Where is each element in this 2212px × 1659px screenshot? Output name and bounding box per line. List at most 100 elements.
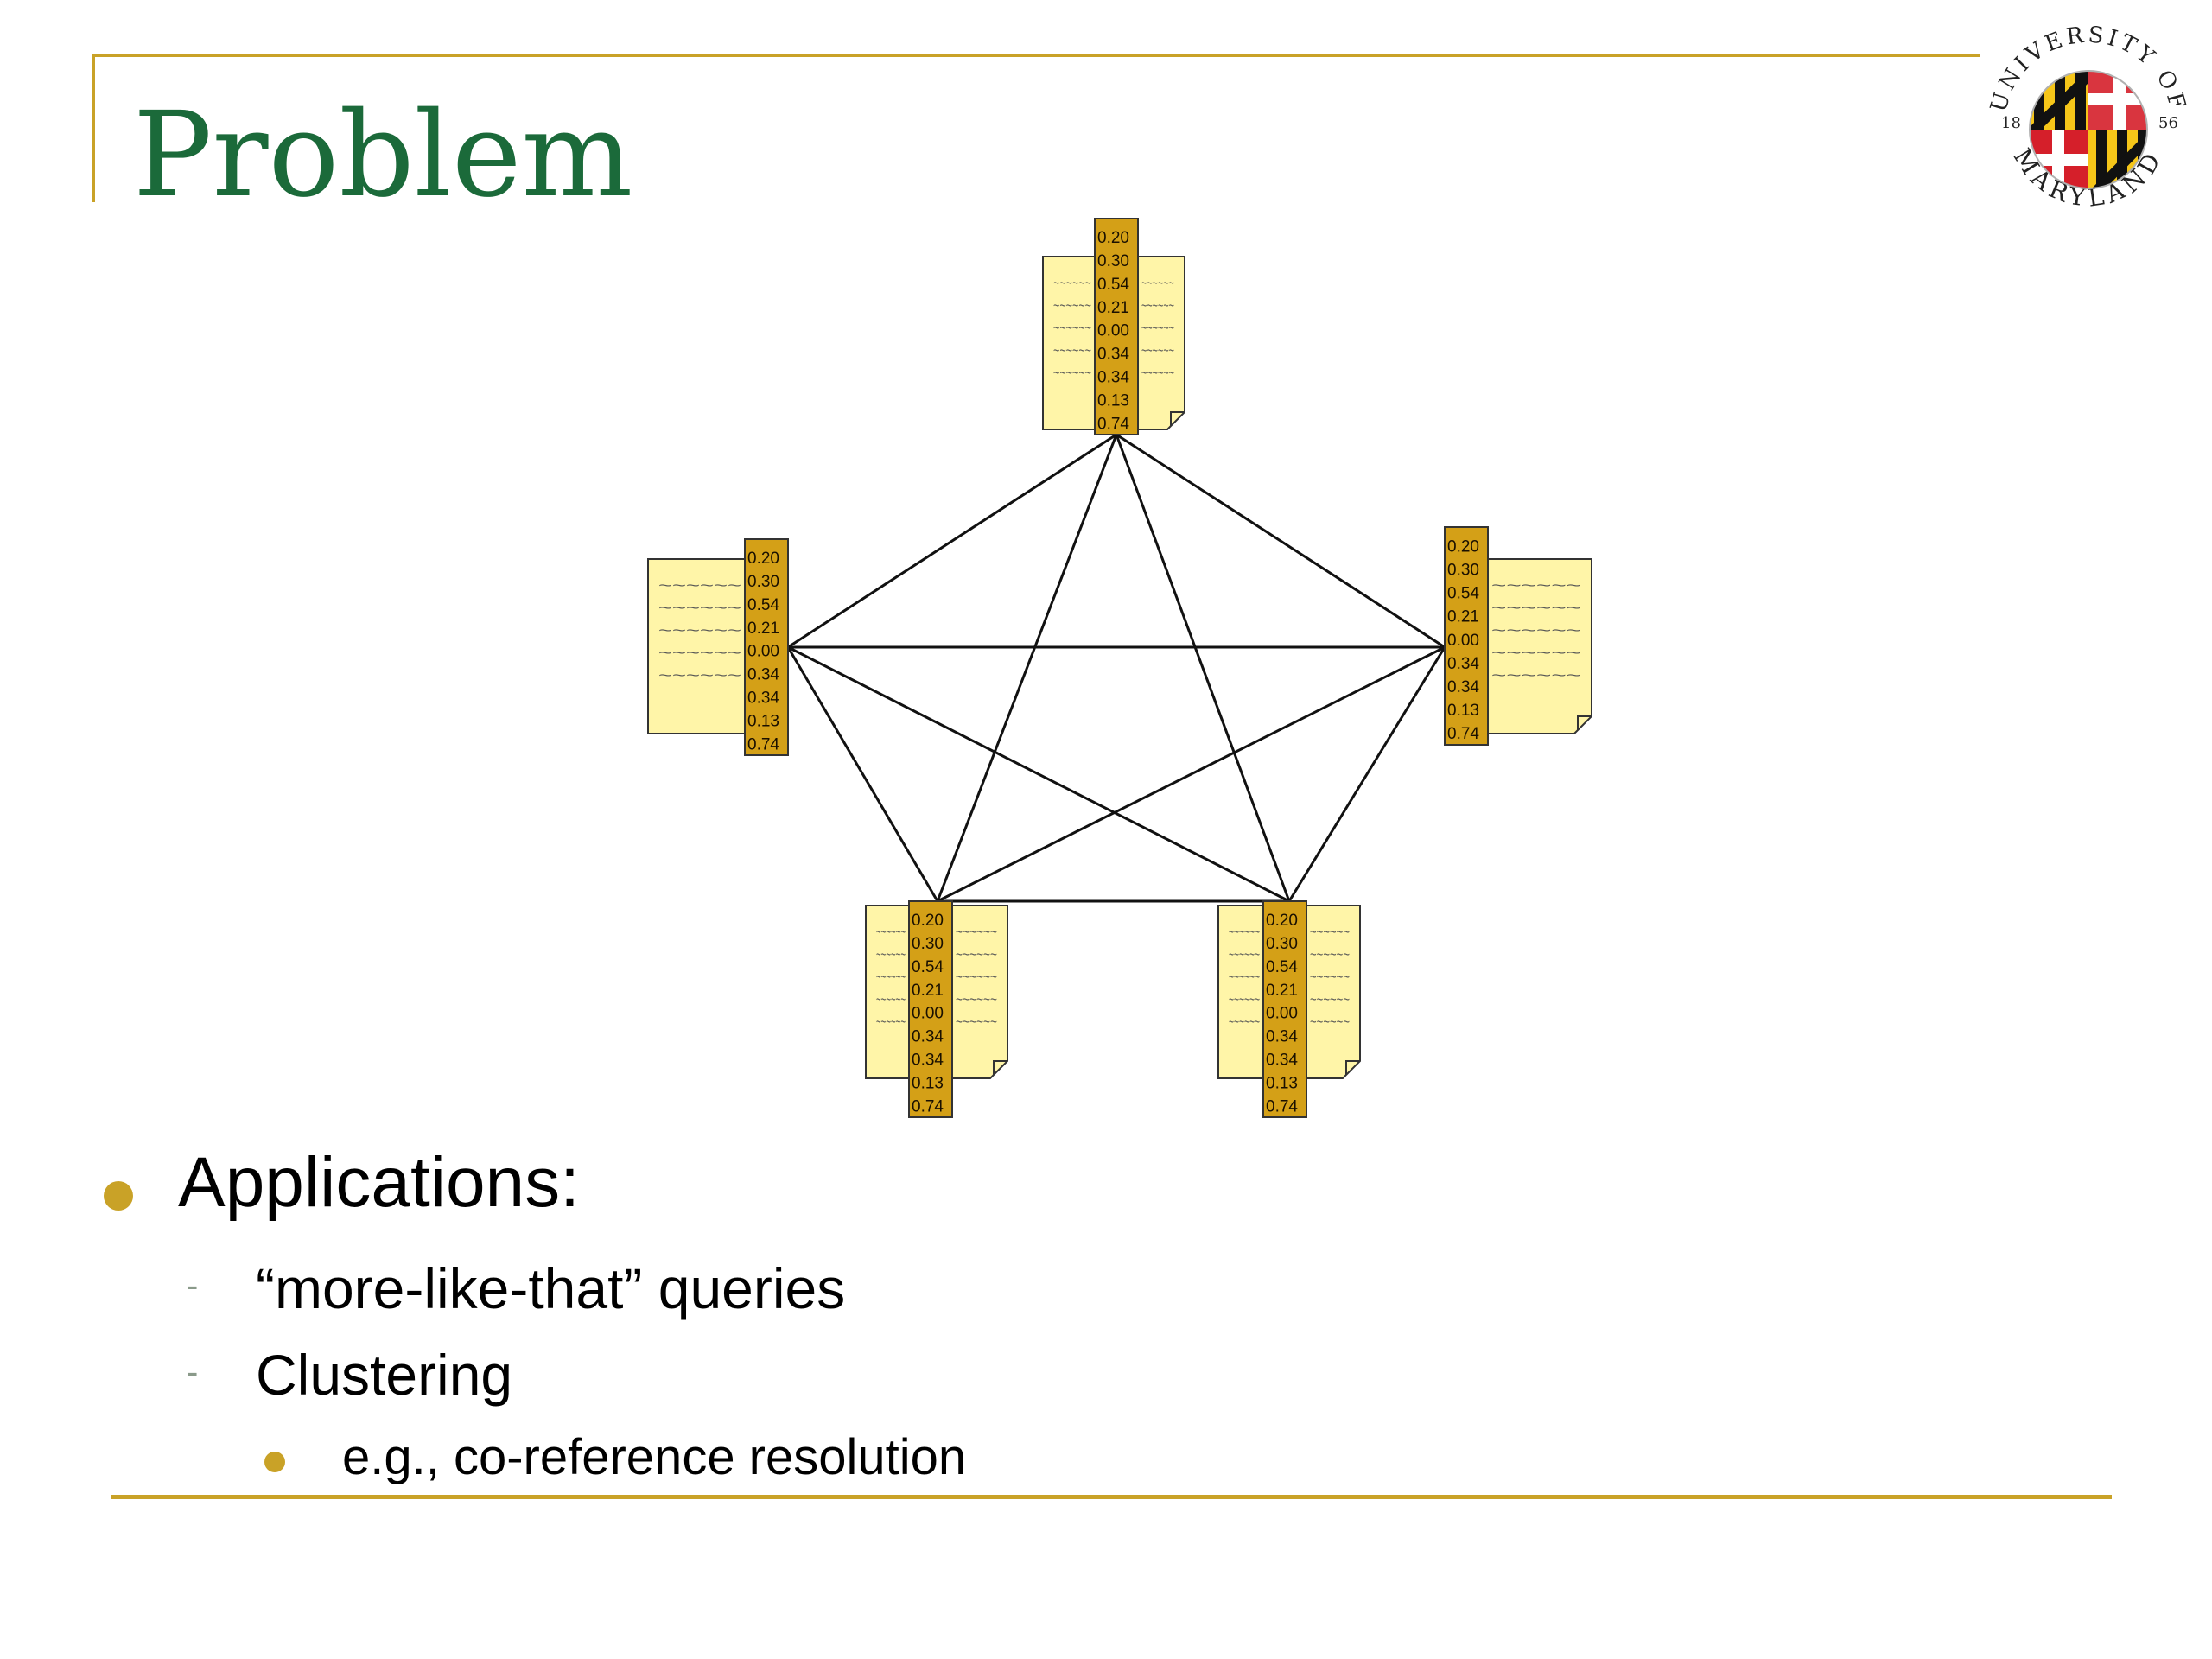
edge-top-right: [1116, 433, 1446, 649]
document-text-line: ~~~~~~: [1229, 969, 1260, 985]
vector-value: 0.30: [1266, 935, 1298, 953]
vector-value: 0.21: [1266, 982, 1298, 1000]
vector-value: 0.00: [1447, 632, 1479, 650]
document-text-line: ~~~~~~: [956, 924, 997, 940]
vector-value: 0.34: [1097, 346, 1129, 364]
vector-value: 0.20: [747, 550, 779, 568]
document-text-line: ~~~~~~: [1491, 600, 1581, 616]
document-top: ~~~~~~ ~~~~~~ ~~~~~~ ~~~~~~ ~~~~~~ ~~~~~~ ~~~~…: [1042, 218, 1185, 435]
title-frame-left-rule: [92, 54, 95, 202]
page-fold: [1345, 1060, 1360, 1075]
vector-value: 0.54: [1266, 958, 1298, 976]
vector-value: 0.00: [1097, 322, 1129, 340]
vector-value: 0.00: [747, 643, 779, 661]
document-text-line: ~~~~~~: [1229, 946, 1260, 963]
vector-value: 0.21: [1097, 299, 1129, 317]
edge-right-bottom-left: [937, 645, 1446, 903]
bullet-coreference: e.g., co-reference resolution: [342, 1429, 967, 1485]
bullet-dot-icon: [104, 1181, 133, 1211]
university-of-maryland-seal: UNIVERSITY OF MARYLAND 18 56: [1986, 22, 2187, 213]
edge-top-bottom-left: [936, 434, 1118, 902]
edge-left-bottom-right: [787, 645, 1290, 903]
vector-value: 0.54: [747, 596, 779, 614]
graph-documents: ~~~~~~ ~~~~~~ ~~~~~~ ~~~~~~ ~~~~~~ ~~~~~~ ~~~~…: [647, 218, 1592, 1118]
feature-vector: [1262, 900, 1307, 1118]
document-text-line: ~~~~~~: [1229, 924, 1260, 940]
flag-quarter-bottom-left: [2030, 130, 2088, 188]
document-text-line: ~~~~~~: [1491, 645, 1581, 661]
document-text-line: ~~~~~~: [1053, 297, 1091, 314]
document-text-line: ~~~~~~: [876, 969, 906, 985]
vector-value: 0.21: [912, 982, 944, 1000]
feature-vector: [1094, 218, 1139, 435]
vector-value: 0.30: [1447, 561, 1479, 579]
document-text-line: ~~~~~~: [658, 622, 741, 639]
vector-value: 0.54: [1097, 276, 1129, 294]
vector-value: 0.34: [1266, 1052, 1298, 1070]
vector-value: 0.74: [912, 1097, 944, 1116]
document-text-line: ~~~~~~: [876, 924, 906, 940]
vector-value: 0.54: [912, 958, 944, 976]
document-bottom-right: ~~~~~~ ~~~~~~ ~~~~~~ ~~~~~~ ~~~~~~ ~~~~~~ ~~~~…: [1217, 900, 1361, 1118]
vector-value: 0.74: [1266, 1097, 1298, 1116]
vector-value: 0.13: [1266, 1074, 1298, 1092]
flag-quarter-bottom-right: [2088, 130, 2147, 188]
vector-value: 0.30: [912, 935, 944, 953]
vector-value: 0.34: [747, 690, 779, 708]
seal-year-left: 18: [2001, 114, 2021, 132]
document-text-line: ~~~~~~: [1310, 946, 1350, 963]
vector-value: 0.20: [912, 912, 944, 930]
document-text-line: ~~~~~~: [956, 946, 997, 963]
vector-value: 0.34: [1266, 1028, 1298, 1046]
feature-vector: [908, 900, 953, 1118]
vector-value: 0.13: [1447, 702, 1479, 720]
vector-value: 0.54: [1447, 585, 1479, 603]
feature-vector: [744, 538, 789, 756]
bullet-applications: Applications:: [178, 1143, 580, 1222]
document-bottom-left: ~~~~~~~~~~~~~~~~~~~~~~~~~~~~~~~~~~~~~~~~…: [865, 900, 1008, 1118]
footer-rule: [111, 1495, 2112, 1499]
document-text-line: ~~~~~~: [1229, 991, 1260, 1007]
vector-value: 0.20: [1097, 229, 1129, 247]
edge-top-left: [787, 433, 1117, 649]
vector-value: 0.74: [1097, 415, 1129, 433]
maryland-flag-shield: [2030, 71, 2147, 188]
vector-value: 0.74: [1447, 725, 1479, 743]
document-text-line: ~~~~~~: [1053, 365, 1091, 381]
title-frame-top-rule: [92, 54, 1980, 57]
slide-title: Problem: [133, 87, 633, 224]
document-text-line: ~~~~~~: [1229, 1014, 1260, 1030]
vector-value: 0.34: [912, 1052, 944, 1070]
document-text-line: ~~~~~~: [1491, 577, 1581, 594]
document-text-line: ~~~~~~: [1141, 320, 1174, 336]
edge-top-bottom-right: [1115, 434, 1291, 902]
document-text-line: ~~~~~~: [1141, 275, 1174, 291]
vector-value: 0.34: [912, 1028, 944, 1046]
vector-value: 0.21: [1447, 608, 1479, 626]
vector-value: 0.00: [912, 1005, 944, 1023]
vector-value: 0.34: [1097, 369, 1129, 387]
document-left: ~~~~~~~~~~~~~~~~~~~~~~~~~~~~~~0.200.300.…: [647, 538, 789, 756]
edge-right-bottom-right: [1287, 646, 1446, 902]
vector-value: 0.30: [1097, 252, 1129, 270]
document-text-line: ~~~~~~: [1310, 1014, 1350, 1030]
document-text-line: ~~~~~~: [956, 969, 997, 985]
document-text-line: ~~~~~~: [956, 991, 997, 1007]
sub-bullet-dot-icon: [264, 1452, 285, 1472]
document-text-line: ~~~~~~: [658, 667, 741, 683]
bullet-clustering: Clustering: [256, 1343, 513, 1407]
document-text-line: ~~~~~~: [1491, 667, 1581, 683]
document-text-line: ~~~~~~: [1141, 365, 1174, 381]
seal-year-right: 56: [2158, 114, 2178, 132]
document-text-line: ~~~~~~: [1053, 342, 1091, 359]
document-text-line: ~~~~~~: [1141, 342, 1174, 359]
bullet-more-like-that: “more-like-that” queries: [256, 1256, 846, 1320]
edge-left-bottom-left: [786, 646, 939, 902]
vector-value: 0.13: [912, 1074, 944, 1092]
document-text-line: ~~~~~~: [1053, 275, 1091, 291]
document-text-line: ~~~~~~: [1310, 924, 1350, 940]
page-fold: [993, 1060, 1007, 1075]
vector-value: 0.74: [747, 735, 779, 753]
